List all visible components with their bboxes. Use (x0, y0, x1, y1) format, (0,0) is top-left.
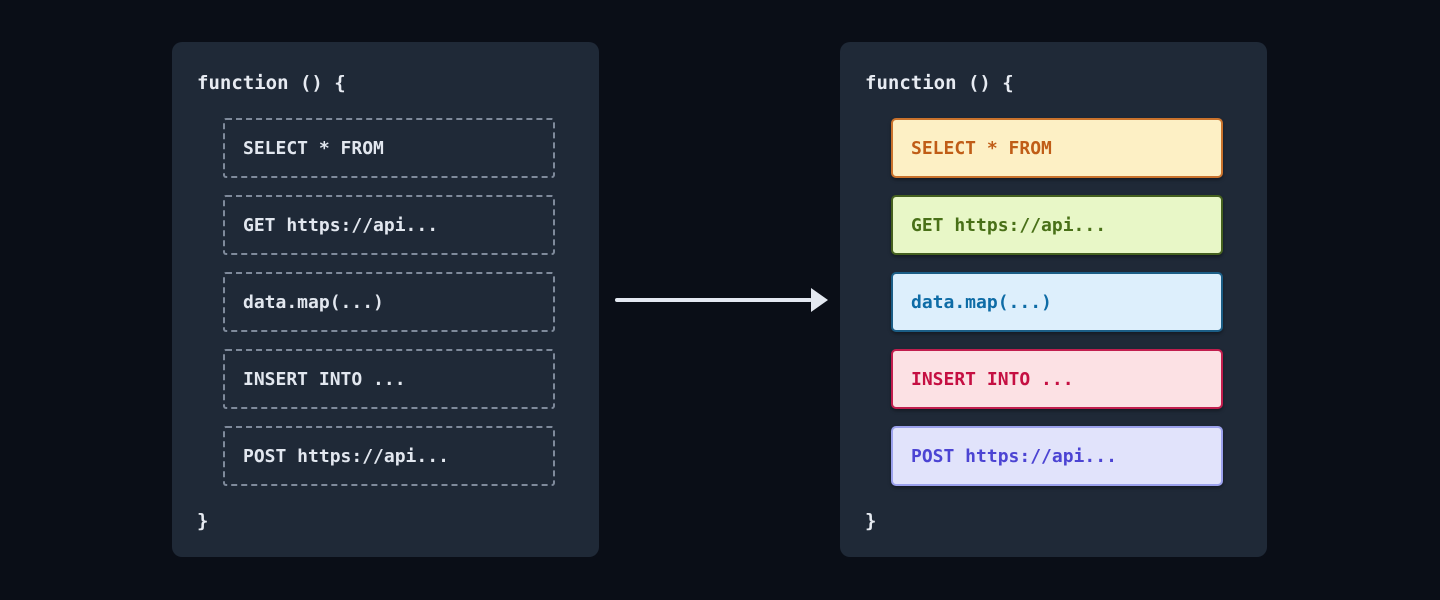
code-box-post-request: POST https://api... (223, 426, 555, 486)
arrow-head-icon (811, 288, 828, 312)
code-box-label: INSERT INTO ... (911, 368, 1074, 390)
code-box-label: data.map(...) (243, 291, 384, 313)
code-box-list: SELECT * FROM GET https://api... data.ma… (223, 118, 555, 486)
function-close-line: } (865, 510, 877, 532)
function-close-line: } (197, 510, 209, 532)
highlighted-box-get-request: GET https://api... (891, 195, 1223, 255)
code-box-label: INSERT INTO ... (243, 368, 406, 390)
code-box-label: SELECT * FROM (911, 137, 1052, 159)
highlighted-box-data-map: data.map(...) (891, 272, 1223, 332)
transform-arrow (615, 288, 828, 312)
code-box-get-request: GET https://api... (223, 195, 555, 255)
function-open-line: function () { (197, 72, 346, 94)
code-box-list: SELECT * FROM GET https://api... data.ma… (891, 118, 1223, 486)
highlighted-box-insert-query: INSERT INTO ... (891, 349, 1223, 409)
code-box-label: GET https://api... (243, 214, 439, 236)
code-box-label: SELECT * FROM (243, 137, 384, 159)
function-open-line: function () { (865, 72, 1014, 94)
highlighted-box-select-query: SELECT * FROM (891, 118, 1223, 178)
code-box-label: POST https://api... (243, 445, 449, 467)
code-box-label: data.map(...) (911, 291, 1052, 313)
code-box-data-map: data.map(...) (223, 272, 555, 332)
code-box-label: GET https://api... (911, 214, 1107, 236)
code-box-label: POST https://api... (911, 445, 1117, 467)
code-box-select-query: SELECT * FROM (223, 118, 555, 178)
code-panel-before: function () { SELECT * FROM GET https://… (172, 42, 599, 557)
code-box-insert-query: INSERT INTO ... (223, 349, 555, 409)
arrow-line (615, 298, 812, 302)
highlighted-box-post-request: POST https://api... (891, 426, 1223, 486)
code-panel-after: function () { SELECT * FROM GET https://… (840, 42, 1267, 557)
